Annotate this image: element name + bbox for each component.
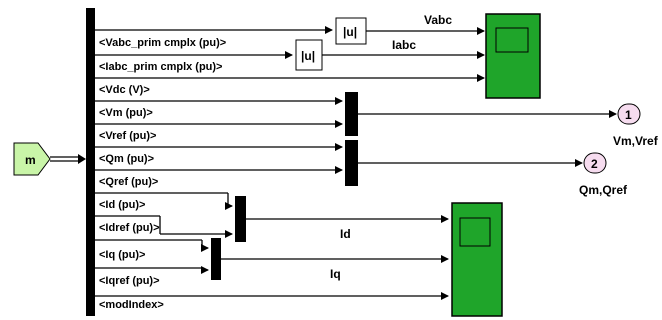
signal-label-vm: <Vm (pu)> (99, 107, 153, 119)
abs-block-iabc[interactable]: |u| (295, 39, 323, 71)
mux-output-wires (221, 110, 617, 263)
signal-label-id: <Id (pu)> (99, 199, 145, 211)
mux-vm-vref[interactable] (345, 92, 358, 136)
abs-output-wires (322, 27, 485, 59)
mux-iq[interactable] (211, 238, 221, 280)
label-iabc: Iabc (392, 38, 416, 52)
outport-1-number: 1 (625, 108, 632, 122)
from-block-m[interactable]: m (13, 142, 51, 176)
signal-label-vdc: <Vdc (V)> (99, 84, 150, 96)
abs-block-vabc[interactable]: |u| (335, 17, 367, 45)
mux-qm-qref[interactable] (345, 140, 358, 186)
outport-2-name: Qm,Qref (579, 183, 628, 197)
from-block-label: m (25, 153, 36, 167)
scope-1[interactable] (485, 13, 541, 99)
abs-block-label: |u| (343, 25, 357, 39)
label-id: Id (340, 227, 351, 241)
bus-selector[interactable] (86, 8, 95, 316)
outport-1[interactable]: 1 (617, 103, 641, 125)
outport-2[interactable]: 2 (583, 152, 607, 174)
label-vabc: Vabc (424, 13, 452, 27)
selector-wires (95, 26, 485, 300)
abs-block-label: |u| (301, 49, 315, 63)
outport-1-name: Vm,Vref (613, 134, 659, 148)
scope-2[interactable] (451, 202, 503, 317)
signal-label-idref: <Idref (pu)> (99, 222, 160, 234)
mux-id[interactable] (235, 196, 246, 242)
signal-label-vabc-prim: <Vabc_prim cmplx (pu)> (99, 37, 226, 49)
signal-label-iq: <Iq (pu)> (99, 249, 145, 261)
selector-signal-labels: <Vabc_prim cmplx (pu)> <Iabc_prim cmplx … (99, 37, 226, 311)
signal-label-qm: <Qm (pu)> (99, 153, 154, 165)
signal-label-qref: <Qref (pu)> (99, 176, 158, 188)
signal-label-iabc-prim: <Iabc_prim cmplx (pu)> (99, 61, 222, 73)
label-iq: Iq (330, 267, 341, 281)
outport-2-number: 2 (591, 157, 598, 171)
bus-wire-m (50, 154, 86, 164)
signal-label-vref: <Vref (pu)> (99, 130, 156, 142)
signal-label-iqref: <Iqref (pu)> (99, 275, 160, 287)
signal-label-modindex: <modIndex> (99, 299, 164, 311)
